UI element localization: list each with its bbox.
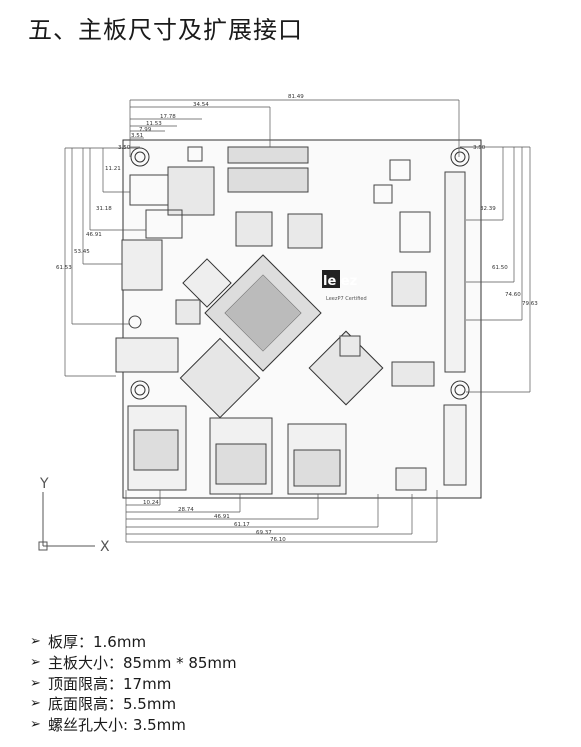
dim-top-4: 11.53 [146, 121, 162, 127]
spec-list: ➢ 板厚：1.6mm ➢ 主板大小：85mm * 85mm ➢ 顶面限高：17m… [30, 632, 237, 736]
sd-slot [399, 211, 431, 253]
dim-bottom-3: 46.91 [214, 514, 230, 520]
spec-text: 底面限高：5.5mm [48, 695, 177, 714]
axis-x-label: X [100, 539, 110, 555]
spec-text: 板厚：1.6mm [48, 633, 147, 651]
axis-y-label: Y [39, 476, 49, 492]
bullet-arrow-icon: ➢ [30, 696, 41, 712]
spec-text: 主板大小：85mm * 85mm [48, 653, 237, 672]
dim-right-1: 32.39 [480, 206, 496, 212]
dim-left-1: 11.21 [105, 166, 121, 172]
ram-chips [179, 258, 384, 419]
dim-top-1: 81.49 [288, 94, 304, 100]
dim-bottom-6: 76.10 [270, 537, 286, 543]
mount-hole-bottom-right [450, 380, 470, 400]
bullet-arrow-icon: ➢ [30, 675, 41, 691]
chip-top-left [167, 166, 215, 216]
axis-indicator [38, 492, 95, 551]
dim-bottom-5: 69.37 [256, 530, 272, 536]
soc-chip [204, 254, 322, 372]
brand-logo: le ez LeezP7 Certified [322, 270, 367, 302]
usb-type-c-connector [121, 239, 163, 291]
dim-bottom-1: 10.24 [143, 500, 159, 506]
spec-item-bottom-height: ➢ 底面限高：5.5mm [30, 694, 237, 715]
brand-text: le ez [323, 274, 357, 289]
top-dimension-lines [129, 99, 481, 157]
dim-bottom-2: 28.74 [178, 507, 194, 513]
m2-slot-lower [227, 167, 309, 193]
button-2 [373, 184, 393, 204]
spec-text: 顶面限高：17mm [48, 674, 172, 693]
spec-item-thickness: ➢ 板厚：1.6mm [30, 632, 237, 653]
spec-item-board-size: ➢ 主板大小：85mm * 85mm [30, 653, 237, 674]
dimension-labels: 81.49 34.54 17.78 11.53 7.99 3.51 3.50 3… [56, 94, 538, 543]
bottom-connectors [127, 405, 427, 495]
mount-hole-top-right [450, 147, 470, 167]
dim-left-3: 46.91 [86, 232, 102, 238]
left-dimension-lines [64, 147, 146, 377]
audio-jack [128, 315, 142, 329]
dim-top-2: 34.54 [193, 102, 209, 108]
page-title: 五、主板尺寸及扩展接口 [28, 16, 303, 44]
certified-text: LeezP7 Certified [326, 296, 367, 302]
mount-hole-bottom-left [130, 380, 150, 400]
dim-top-right: 3.50 [473, 145, 486, 151]
left-connectors [115, 209, 183, 373]
mid-components [175, 211, 435, 387]
audio-connector [115, 337, 179, 373]
button-1 [389, 159, 411, 181]
dim-right-2: 61.50 [492, 265, 508, 271]
top-connectors [129, 146, 431, 253]
dim-top-3: 17.78 [160, 114, 176, 120]
dim-right-3: 74.60 [505, 292, 521, 298]
bullet-arrow-icon: ➢ [30, 717, 41, 733]
bullet-arrow-icon: ➢ [30, 634, 41, 649]
spec-item-top-height: ➢ 顶面限高：17mm [30, 674, 237, 695]
spec-text: 螺丝孔大小: 3.5mm [48, 716, 186, 735]
board-dimension-diagram: le ez LeezP7 Certified [38, 94, 538, 555]
dim-left-4: 53.45 [74, 249, 90, 255]
spec-item-screw-hole: ➢ 螺丝孔大小: 3.5mm [30, 715, 237, 736]
dim-left-5: 61.53 [56, 265, 72, 271]
dim-left-2: 31.18 [96, 206, 112, 212]
dim-top-7: 3.50 [118, 145, 131, 151]
dim-right-4: 79.63 [522, 301, 538, 307]
m2-slot-upper [227, 146, 309, 164]
dim-top-5: 7.99 [139, 127, 152, 133]
dim-top-6: 3.51 [131, 133, 143, 139]
dim-bottom-4: 61.17 [234, 522, 250, 528]
bullet-arrow-icon: ➢ [30, 654, 41, 670]
right-dimension-lines [460, 146, 531, 393]
bottom-dimension-lines [125, 490, 438, 543]
gpio-header [443, 171, 467, 486]
